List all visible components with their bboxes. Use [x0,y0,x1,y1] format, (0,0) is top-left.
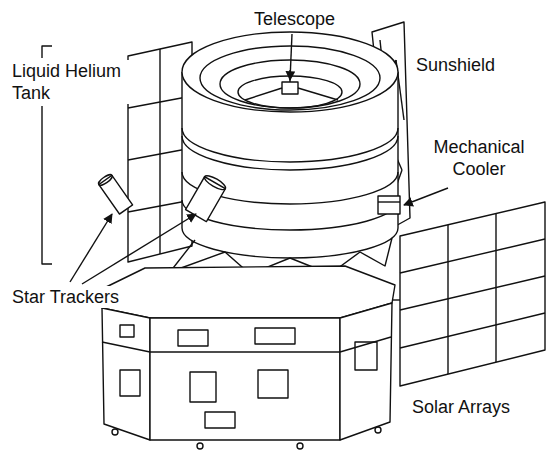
telescope [298,88,338,100]
spacecraft-bus [255,328,295,344]
part-label: Telescope [252,8,346,30]
bracket [42,106,52,264]
spacecraft-bus [112,429,118,435]
spacecraft-bus [100,266,395,318]
right-solar-array [392,299,400,300]
spacecraft-bus [150,318,340,440]
mechanical-cooler [378,196,400,214]
star-tracker [97,173,227,222]
spacecraft-bus [120,325,134,337]
spacecraft-bus [102,342,150,352]
part-label: Mechanical Cooler [418,136,540,180]
leader-line [82,214,196,284]
bracket [42,46,52,58]
star-tracker [97,173,114,187]
spacecraft-bus [178,330,208,346]
spacecraft-bus [340,337,391,352]
spacecraft-bus [375,427,381,433]
star-tracker [203,173,228,192]
star-tracker [99,175,133,214]
spacecraft-bus [355,342,377,370]
spacecraft-bus [100,266,395,449]
part-label: Star Trackers [10,286,144,308]
mechanical-cooler [378,201,400,202]
helium-dewar [182,32,398,112]
spacecraft-bus [150,351,340,352]
right-solar-array [392,202,545,386]
spacecraft-bus [197,443,203,449]
left-solar-array [159,49,160,254]
leader-line [70,214,112,282]
spacecraft-bus [258,370,288,398]
star-tracker [186,173,228,221]
mechanical-cooler [378,196,400,214]
right-solar-array [400,239,545,273]
helium-dewar [182,32,398,258]
telescope [245,88,282,100]
leader-line [290,34,292,80]
spacecraft-bus [340,303,392,440]
spacecraft-bus [102,308,150,440]
telescope [282,82,298,94]
right-solar-array [400,202,545,386]
leader-line [404,188,448,205]
telescope [245,70,338,100]
helium-dewar [182,128,398,162]
part-label: Solar Arrays [410,396,534,418]
star-tracker [186,177,226,222]
spacecraft-bus [297,443,303,449]
star-tracker [97,173,132,214]
part-label: Liquid Helium Tank [10,60,132,104]
spacecraft-bus [120,370,140,396]
spacecraft-bus [190,372,216,402]
right-solar-array [400,313,545,348]
right-solar-array [400,276,545,310]
spacecraft-bus [205,412,235,428]
helium-dewar [182,136,398,170]
part-label: Sunshield [414,54,518,76]
